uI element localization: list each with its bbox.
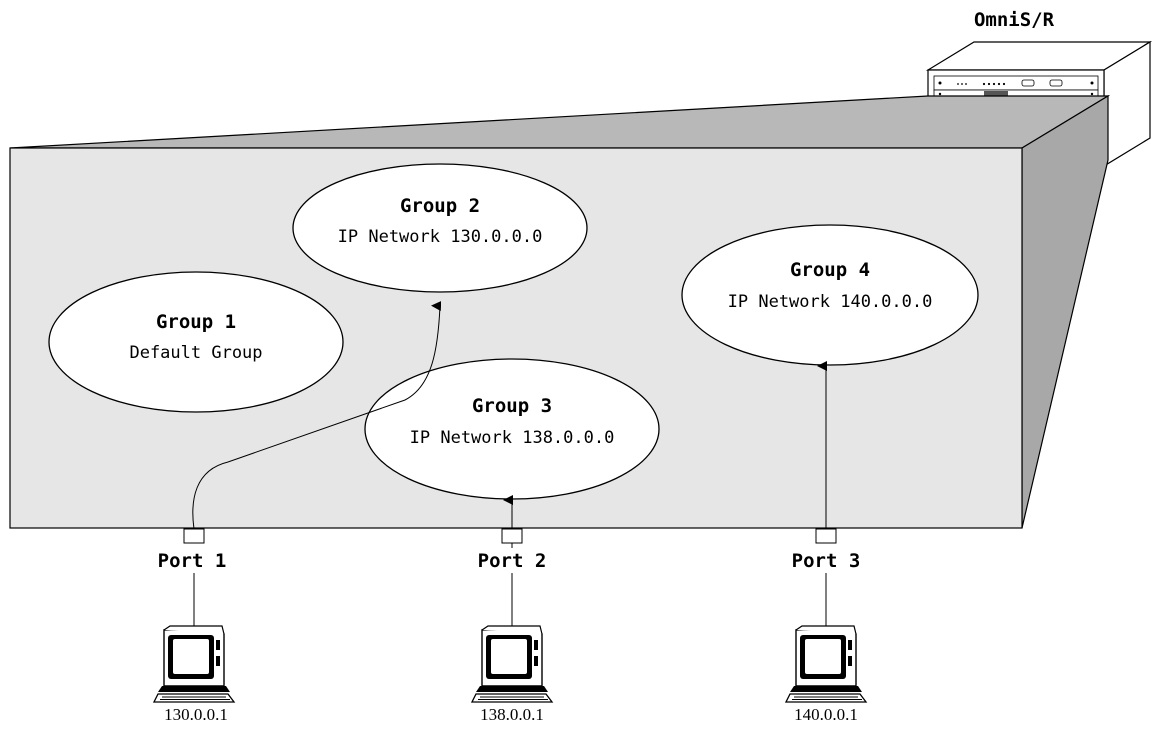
group-1-title: Group 1 [156,311,236,333]
host-2-ip: 138.0.0.1 [480,705,544,724]
device-name: OmniS/R [974,9,1055,31]
port-2-connector [501,528,523,544]
host-computer-3-icon [785,625,867,703]
group-3-title: Group 3 [472,395,552,417]
host-1-ip: 130.0.0.1 [164,705,228,724]
group-4-ellipse: Group 4 IP Network 140.0.0.0 [681,224,979,366]
port-1-connector [183,528,205,544]
port-1-label: Port 1 [158,550,227,572]
group-2-ellipse: Group 2 IP Network 130.0.0.0 [292,163,588,293]
group-4-subtitle: IP Network 140.0.0.0 [728,292,933,312]
host-3-ip: 140.0.0.1 [794,705,858,724]
group-1-ellipse: Group 1 Default Group [48,271,344,413]
host-computer-2-icon [471,625,553,703]
port-3-connector [815,528,837,544]
host-computer-1-icon [153,625,235,703]
group-1-subtitle: Default Group [129,343,262,363]
group-3-subtitle: IP Network 138.0.0.0 [410,428,615,448]
group-3-ellipse: Group 3 IP Network 138.0.0.0 [364,358,660,500]
port-2-label: Port 2 [478,550,547,572]
group-2-title: Group 2 [400,195,480,217]
port-1-to-group-2-arrow [192,301,442,530]
port-3-label: Port 3 [792,550,861,572]
group-2-subtitle: IP Network 130.0.0.0 [338,227,543,247]
group-4-title: Group 4 [790,259,870,281]
